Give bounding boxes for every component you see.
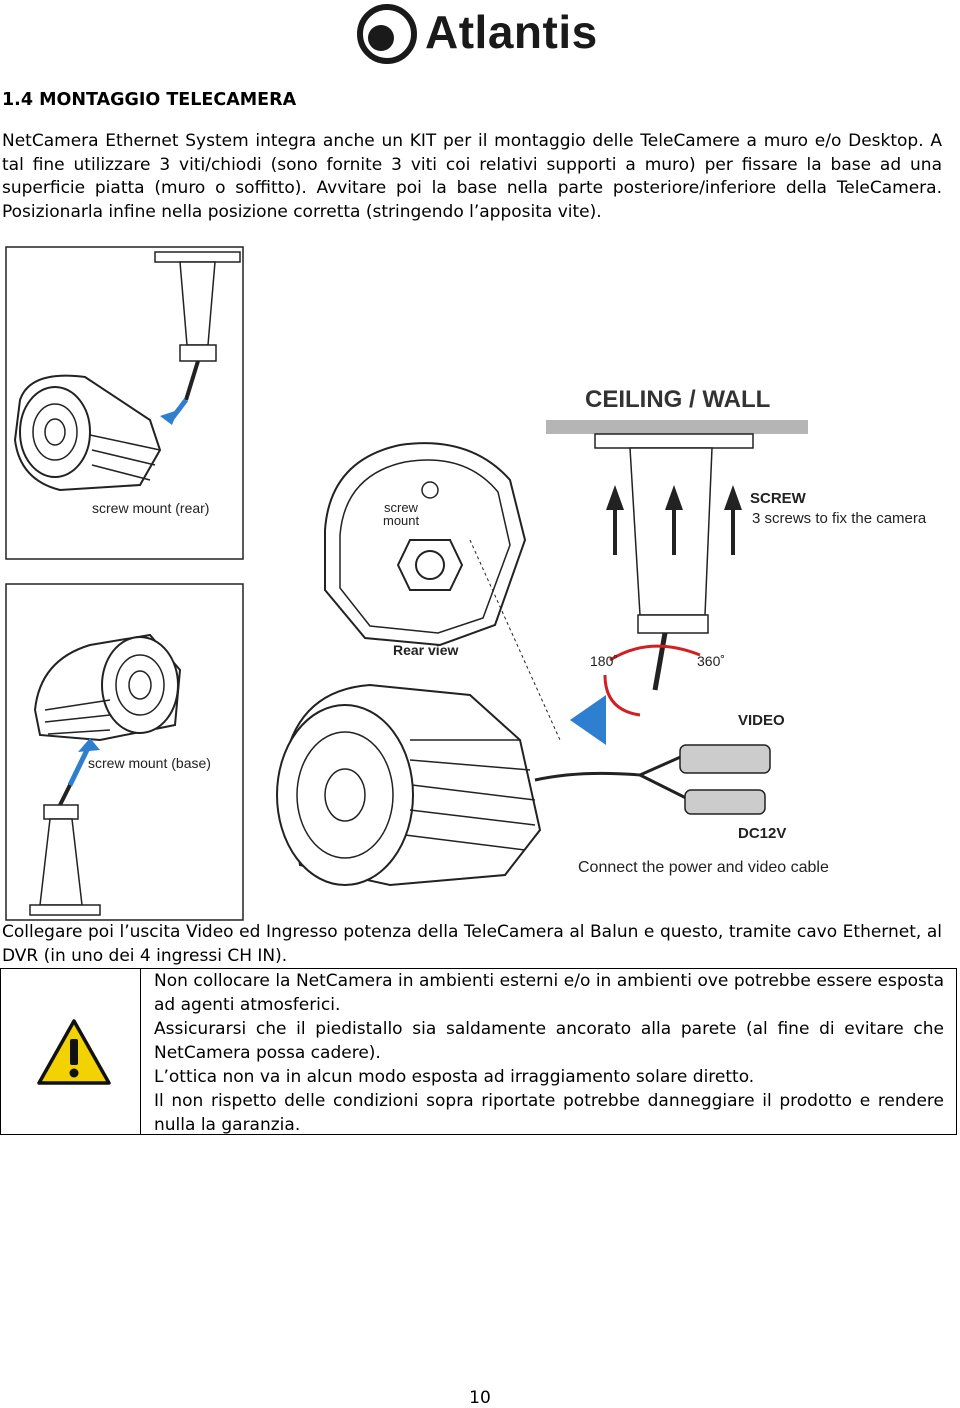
label-rear-mount: screw mount (rear) <box>92 500 209 516</box>
warning-icon-cell <box>1 969 141 1134</box>
page-number: 10 <box>469 1388 491 1408</box>
label-screw: SCREW <box>750 490 807 507</box>
label-dc12v: DC12V <box>738 825 786 842</box>
label-video: VIDEO <box>738 712 785 729</box>
mounting-illustration: screw mount (rear) screw mount (base) CE… <box>5 246 927 921</box>
atlantis-logo-icon <box>357 4 417 64</box>
atlantis-logo: Atlantis <box>355 2 600 64</box>
base-mount-panel: screw mount (base) <box>5 583 244 921</box>
warning-item: Il non rispetto delle condizioni sopra r… <box>154 1091 944 1135</box>
label-screw-mount-2: mount <box>383 513 420 528</box>
rear-mount-panel: screw mount (rear) <box>5 246 244 560</box>
warning-item: Non collocare la NetCamera in ambienti e… <box>154 971 944 1015</box>
label-180: 180˚ <box>590 653 618 669</box>
brand-name: Atlantis <box>425 6 598 58</box>
warning-triangle-icon <box>37 1019 111 1085</box>
label-base-mount: screw mount (base) <box>88 755 211 771</box>
intro-paragraph: NetCamera Ethernet System integra anche … <box>2 131 942 222</box>
connection-paragraph: Collegare poi l’uscita Video ed Ingresso… <box>2 922 942 966</box>
label-360: 360˚ <box>697 653 725 669</box>
ceiling-wall-diagram: CEILING / WALL SCREW 3 screws to fix the… <box>546 386 927 745</box>
rear-view-diagram: screw mount Rear view <box>324 442 561 741</box>
warning-box: Non collocare la NetCamera in ambienti e… <box>0 968 957 1135</box>
direction-arrow-icon <box>570 695 606 745</box>
label-screws-fix: 3 screws to fix the camera <box>752 510 927 527</box>
warning-text: Non collocare la NetCamera in ambienti e… <box>154 969 944 1137</box>
warning-item: L’ottica non va in alcun modo esposta ad… <box>154 1067 755 1087</box>
warning-item: Assicurarsi che il piedistallo sia salda… <box>154 1019 944 1063</box>
label-ceiling-wall: CEILING / WALL <box>585 386 770 413</box>
section-title: 1.4 MONTAGGIO TELECAMERA <box>2 90 297 110</box>
label-screw-mount-1: screw <box>384 500 419 515</box>
label-connect: Connect the power and video cable <box>578 859 829 876</box>
label-rear-view: Rear view <box>393 642 458 658</box>
camera-body-diagram: VIDEO DC12V Connect the power and video … <box>276 683 829 887</box>
